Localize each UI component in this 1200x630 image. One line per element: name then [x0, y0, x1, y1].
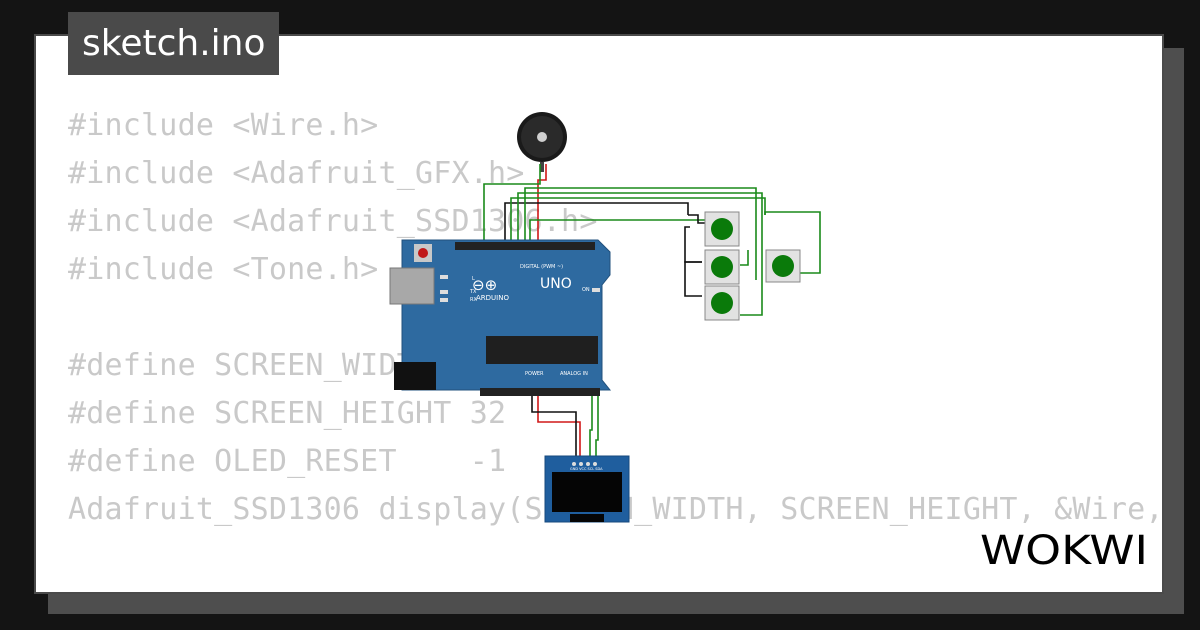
usb-port	[389, 267, 435, 305]
code-line: #define SCREEN_HEIGHT 32	[68, 396, 507, 431]
board-logo-infinity: ⊖⊕	[472, 276, 497, 294]
power-jack	[394, 362, 436, 390]
board-brand: ARDUINO	[476, 294, 509, 302]
circuit-diagram: ⊖⊕ UNO ARDUINO DIGITAL (PWM ~) POWER ANA…	[389, 112, 821, 523]
analog-label: ANALOG IN	[560, 371, 588, 377]
file-title-tab: sketch.ino	[68, 12, 280, 75]
board-model: UNO	[540, 276, 572, 292]
on-label: ON	[582, 287, 590, 293]
code-line: #include <Adafruit_GFX.h>	[68, 156, 525, 191]
code-line: #include <Tone.h>	[68, 252, 379, 287]
power-label: POWER	[525, 371, 544, 377]
code-line: #include <Wire.h>	[68, 108, 379, 143]
arduino-uno-board[interactable]: ⊖⊕ UNO ARDUINO DIGITAL (PWM ~) POWER ANA…	[389, 239, 612, 396]
code-line: #define BUZZER_PIN 8	[68, 582, 1162, 592]
l-label: L	[472, 276, 475, 282]
code-line: #define OLED_RESET -1	[68, 444, 507, 479]
push-button-2[interactable]	[704, 249, 740, 285]
digital-label: DIGITAL (PWM ~)	[520, 264, 563, 270]
power-analog-header	[480, 388, 600, 396]
push-button-3[interactable]	[704, 285, 740, 321]
wires	[483, 164, 821, 460]
oled-display[interactable]: GND VCC SCL SDA	[544, 455, 630, 523]
wokwi-logo: WOKWI	[980, 528, 1148, 574]
oled-pin-labels: GND VCC SCL SDA	[570, 467, 603, 471]
code-line: #include <Adafruit_SSD1306.h>	[68, 204, 598, 239]
buzzer[interactable]	[517, 112, 567, 172]
tx-label: TX	[469, 289, 477, 295]
atmega-chip	[486, 336, 598, 364]
push-button-4[interactable]	[765, 249, 801, 283]
wokwi-logo-text: WOKWI	[980, 528, 1148, 574]
rx-label: RX	[470, 297, 477, 303]
digital-header	[455, 242, 595, 250]
push-button-1[interactable]	[704, 211, 740, 247]
